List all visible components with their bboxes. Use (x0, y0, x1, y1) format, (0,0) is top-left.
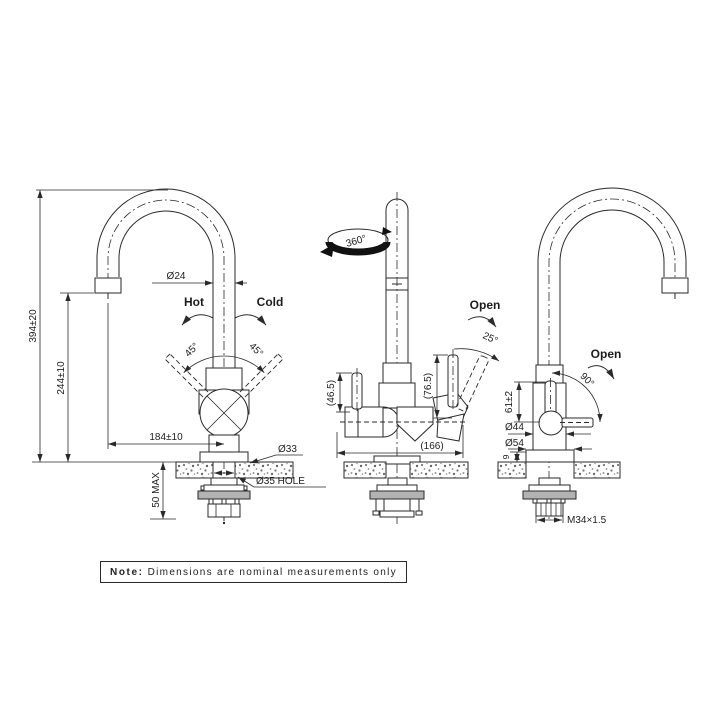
side-mounting-hardware (369, 477, 425, 518)
back-countertop (497, 461, 621, 479)
side-view: 360° Open 25° (76.5) (46.5) (166) (320, 192, 500, 524)
dim-overall-depth: (166) (420, 441, 443, 452)
back-threaded-shank (535, 502, 564, 517)
side-spout-column (385, 198, 409, 375)
back-mounting-hardware (522, 477, 577, 517)
dim-handle-angle-right: 45° (247, 341, 265, 359)
side-main-lever (447, 348, 500, 412)
note-box: Note: Dimensions are nominal measurement… (100, 561, 407, 583)
dim-deck-max: 50 MAX (151, 472, 162, 508)
back-view: 90° Open 61±2 Ø44 (497, 187, 689, 526)
hot-rotation-arrow-icon (181, 314, 214, 326)
dim-flange-height: 9 (501, 454, 511, 459)
dim-spout-height: 244±10 (56, 361, 67, 395)
front-centerline (107, 199, 225, 524)
front-handle-range (164, 353, 284, 398)
dim-flange-diameter: Ø54 (505, 438, 524, 449)
back-ball-joint (538, 410, 564, 436)
rotation-360-icon: 360° (320, 227, 392, 257)
front-base-column (208, 434, 240, 453)
cold-label: Cold (257, 295, 284, 309)
dim-thread-size: M34×1.5 (567, 515, 607, 526)
front-base-flange (199, 451, 249, 463)
side-open-arrow-icon (467, 316, 497, 328)
dim-swivel-angle: 360° (345, 233, 368, 249)
dim-base-diameter: Ø33 (278, 444, 297, 455)
hot-label: Hot (184, 295, 204, 309)
side-body (340, 362, 469, 442)
front-view: 394±20 244±10 184±10 Ø24 45° 45° 50 MAX … (28, 188, 326, 525)
front-45deg-arc (183, 355, 265, 373)
back-dimensions: 61±2 Ø44 Ø54 9 M34×1.5 (501, 381, 607, 526)
dim-body-diameter: Ø44 (505, 422, 524, 433)
side-open-label: Open (470, 298, 501, 312)
dim-spout-reach: 184±10 (149, 432, 183, 443)
dim-lever-height: 61±2 (504, 390, 515, 413)
side-countertop (343, 455, 469, 479)
dim-filter-lever-length: (46.5) (326, 380, 337, 406)
dim-hole-diameter: Ø35 HOLE (256, 476, 305, 487)
cold-rotation-arrow-icon (234, 314, 267, 326)
front-mounting-hardware (197, 477, 251, 525)
dim-lever-angle-25: 25° (481, 331, 499, 347)
side-dimensions: (76.5) (46.5) (166) (326, 354, 464, 458)
back-base-flange (525, 449, 575, 463)
back-open-label: Open (591, 347, 622, 361)
back-centerline-spout (548, 198, 676, 420)
back-90deg-arc (551, 370, 603, 423)
back-open-arrow-icon (587, 365, 615, 380)
front-spout (94, 188, 236, 415)
dim-overall-height: 394±20 (28, 309, 39, 343)
dim-spout-diameter: Ø24 (167, 271, 186, 282)
front-ball-joint (199, 388, 249, 438)
dim-handle-angle-left: 45° (183, 341, 201, 359)
dim-lever-angle-90: 90° (578, 371, 596, 389)
side-25deg-arc (453, 348, 500, 362)
front-countertop (175, 461, 294, 479)
dim-main-lever-length: (76.5) (423, 373, 434, 399)
note-label: Note: (110, 567, 144, 578)
side-filter-lever (351, 368, 363, 414)
back-spout (537, 187, 689, 415)
note-text: Dimensions are nominal measurements only (143, 567, 397, 578)
